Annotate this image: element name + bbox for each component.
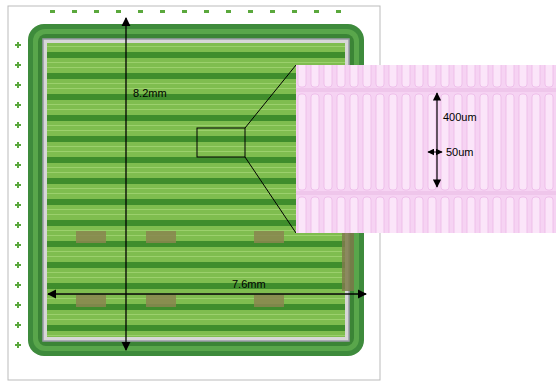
left-pads — [15, 42, 21, 348]
pixel-inset — [296, 65, 556, 233]
dimension-arrow — [436, 93, 437, 187]
zoom-box — [197, 128, 245, 157]
pixel-inset — [296, 65, 556, 233]
dimension-arrow — [428, 152, 442, 153]
dimension-label: 50um — [446, 147, 474, 158]
zoom-leader — [245, 65, 296, 128]
zoom-leader — [245, 157, 296, 233]
dimension-arrow — [48, 293, 366, 294]
dimension-label: 7.6mm — [232, 279, 266, 290]
dimension-label: 8.2mm — [133, 88, 167, 99]
dimension-arrow — [125, 18, 126, 350]
dimension-label: 400um — [443, 112, 477, 123]
top-pads — [50, 10, 341, 13]
bump-areas — [76, 231, 354, 307]
